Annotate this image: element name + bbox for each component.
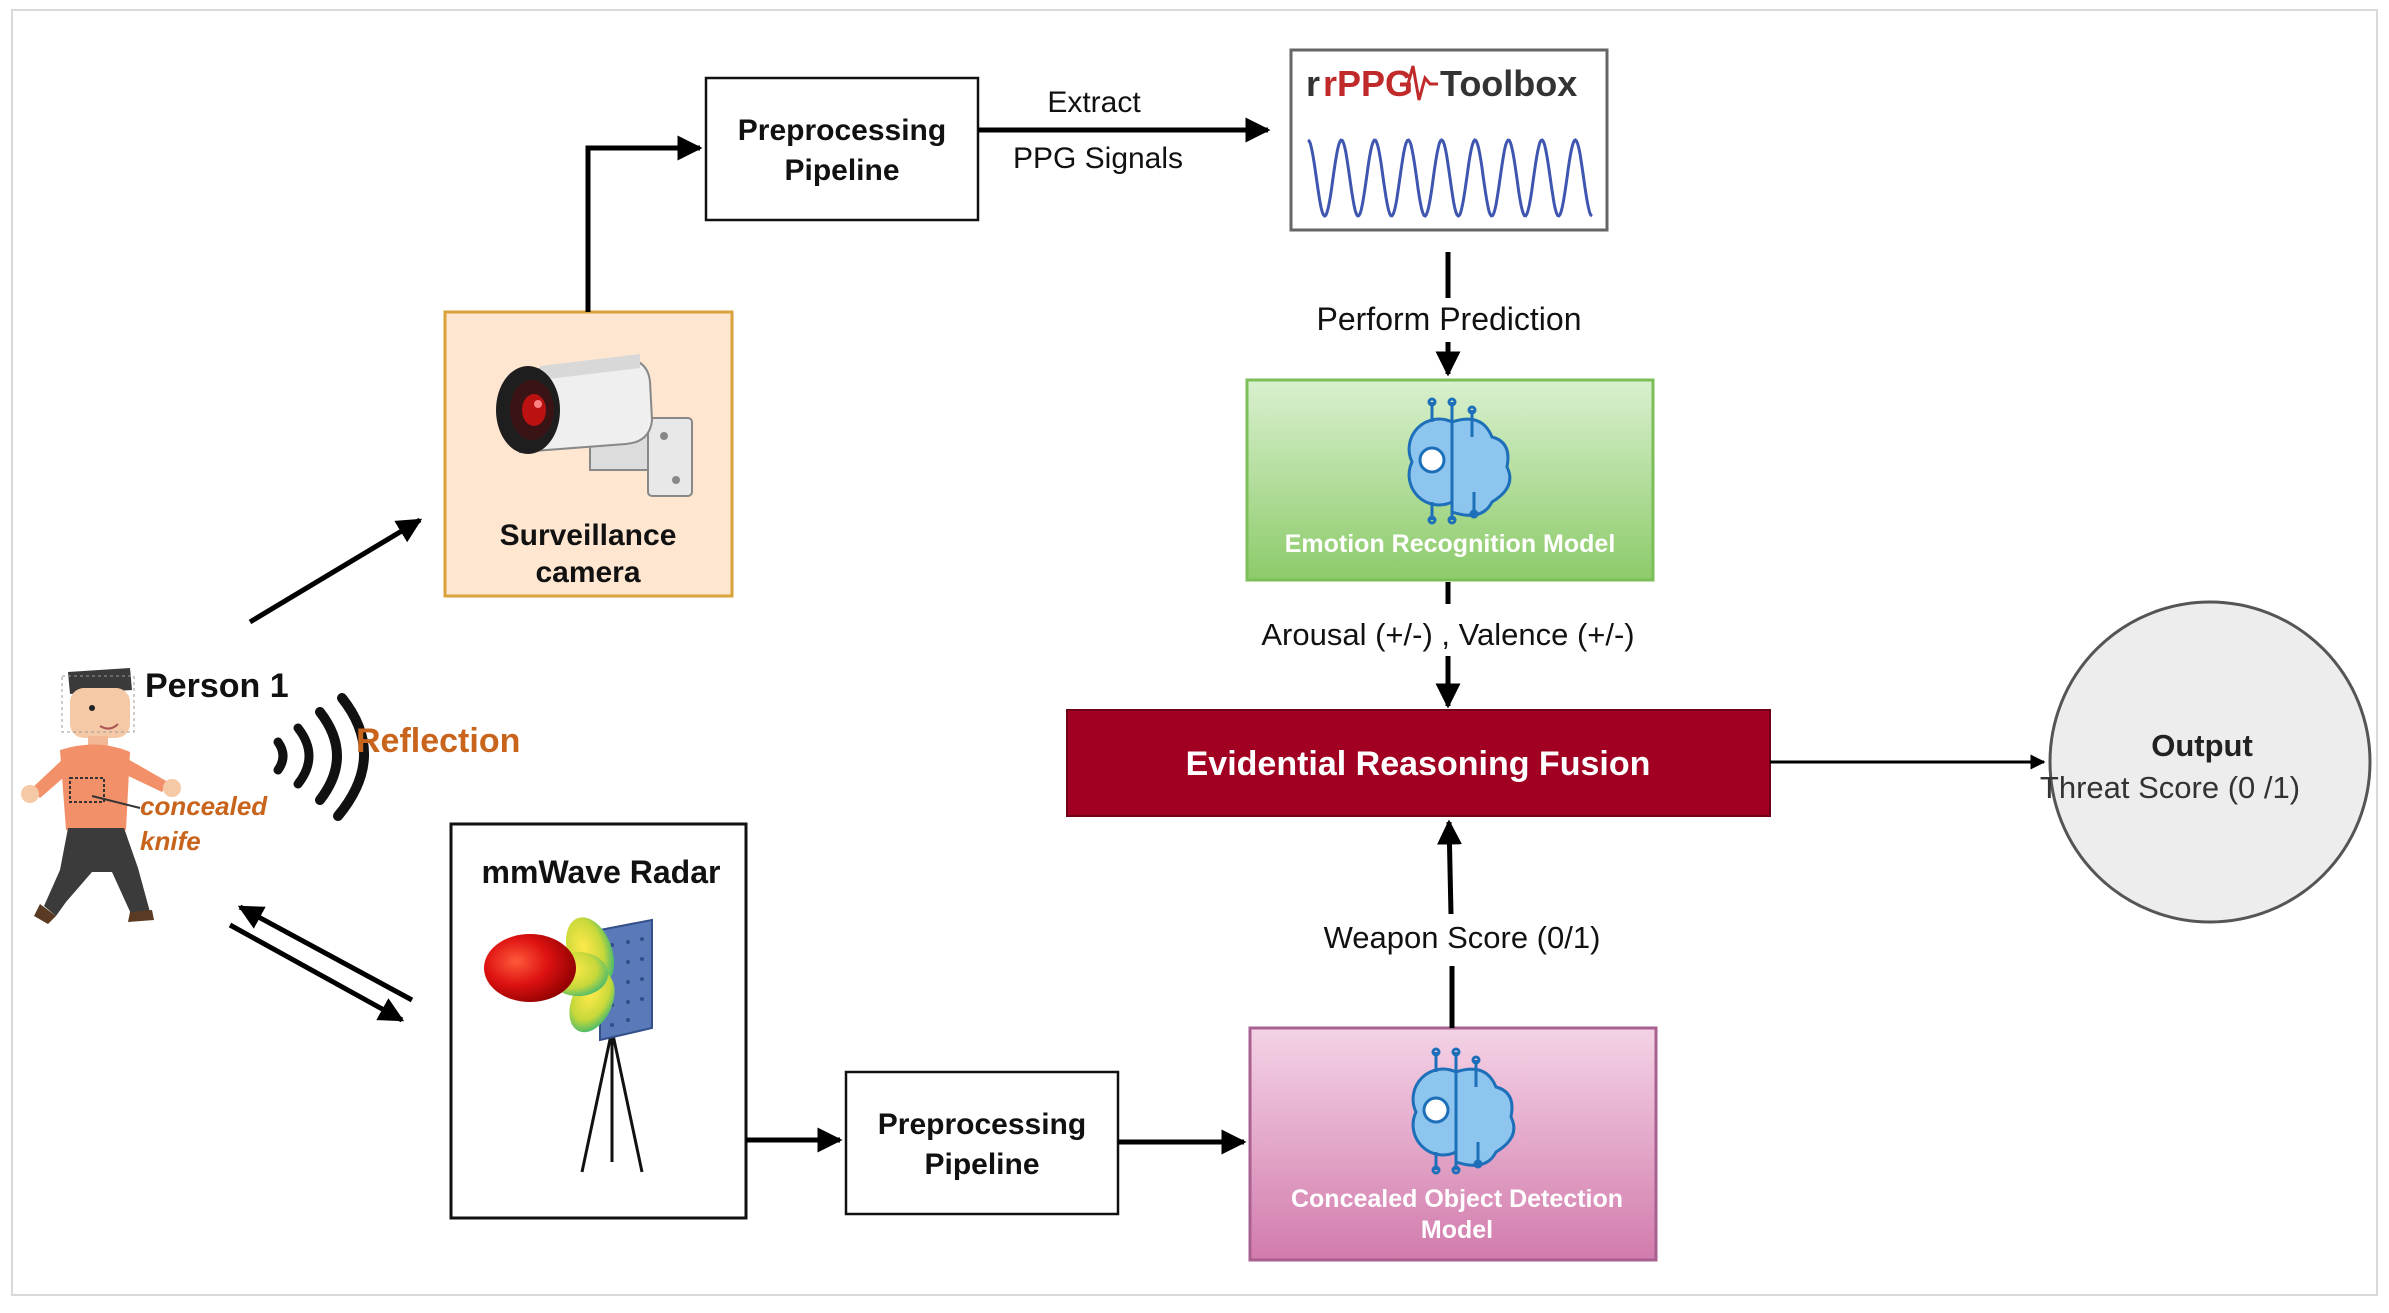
preprocessing-bottom-box [844,1070,1120,1216]
output-value: Threat Score (0 /1) [2040,770,2300,805]
person-to-radar-arrow [228,922,405,1023]
camera-to-preprocessing-arrow [585,135,703,312]
reflection-label: Reflection [356,722,520,760]
output-circle [2048,600,2372,924]
radar-to-person-arrow [237,904,414,1003]
toolbox-logo-ppg: rPPG [1323,63,1413,104]
detection-model-line1: Concealed Object Detection [1291,1185,1623,1213]
toolbox-logo: r rPPG Toolbox [1306,63,1577,104]
detection-to-fusion-arrow [1436,819,1462,915]
radar-label: mmWave Radar [482,854,721,890]
perform-prediction-label: Perform Prediction [1317,301,1582,337]
extract-label-line1: Extract [1047,86,1141,119]
preprocessing-bottom-line2: Pipeline [924,1148,1039,1181]
detection-model-line2: Model [1421,1216,1493,1244]
ai-brain-icon [1411,1047,1516,1175]
output-title: Output [2151,728,2253,763]
knife-label-line2: knife [140,826,201,856]
waveform-icon [1307,138,1593,218]
radar-icon [484,917,653,1173]
person-icon [21,668,181,924]
preprocessing-top-line2: Pipeline [784,154,899,187]
arousal-valence-label: Arousal (+/-) , Valence (+/-) [1261,617,1634,652]
camera-label-line1: Surveillance [500,519,677,552]
knife-label-line1: concealed [140,791,268,821]
signal-waves-icon [273,693,369,821]
camera-label-line2: camera [535,556,640,589]
person-to-camera-arrow [248,517,423,625]
extract-label-line2: PPG Signals [1013,142,1183,175]
camera-icon [496,354,693,497]
person-name: Person 1 [145,667,289,705]
fusion-box [1066,709,1771,817]
toolbox-logo-toolbox: Toolbox [1440,63,1577,104]
preprocessing-top-box [704,76,980,222]
toolbox-logo-r: r [1306,63,1320,104]
ai-brain-icon [1407,397,1512,525]
fusion-label: Evidential Reasoning Fusion [1186,745,1651,783]
emotion-model-label: Emotion Recognition Model [1285,530,1616,558]
preprocessing-top-line1: Preprocessing [738,114,946,147]
preprocessing-bottom-line1: Preprocessing [878,1108,1086,1141]
weapon-score-label: Weapon Score (0/1) [1324,920,1601,955]
pulse-icon [1400,65,1438,101]
outer-frame [11,9,2378,1296]
